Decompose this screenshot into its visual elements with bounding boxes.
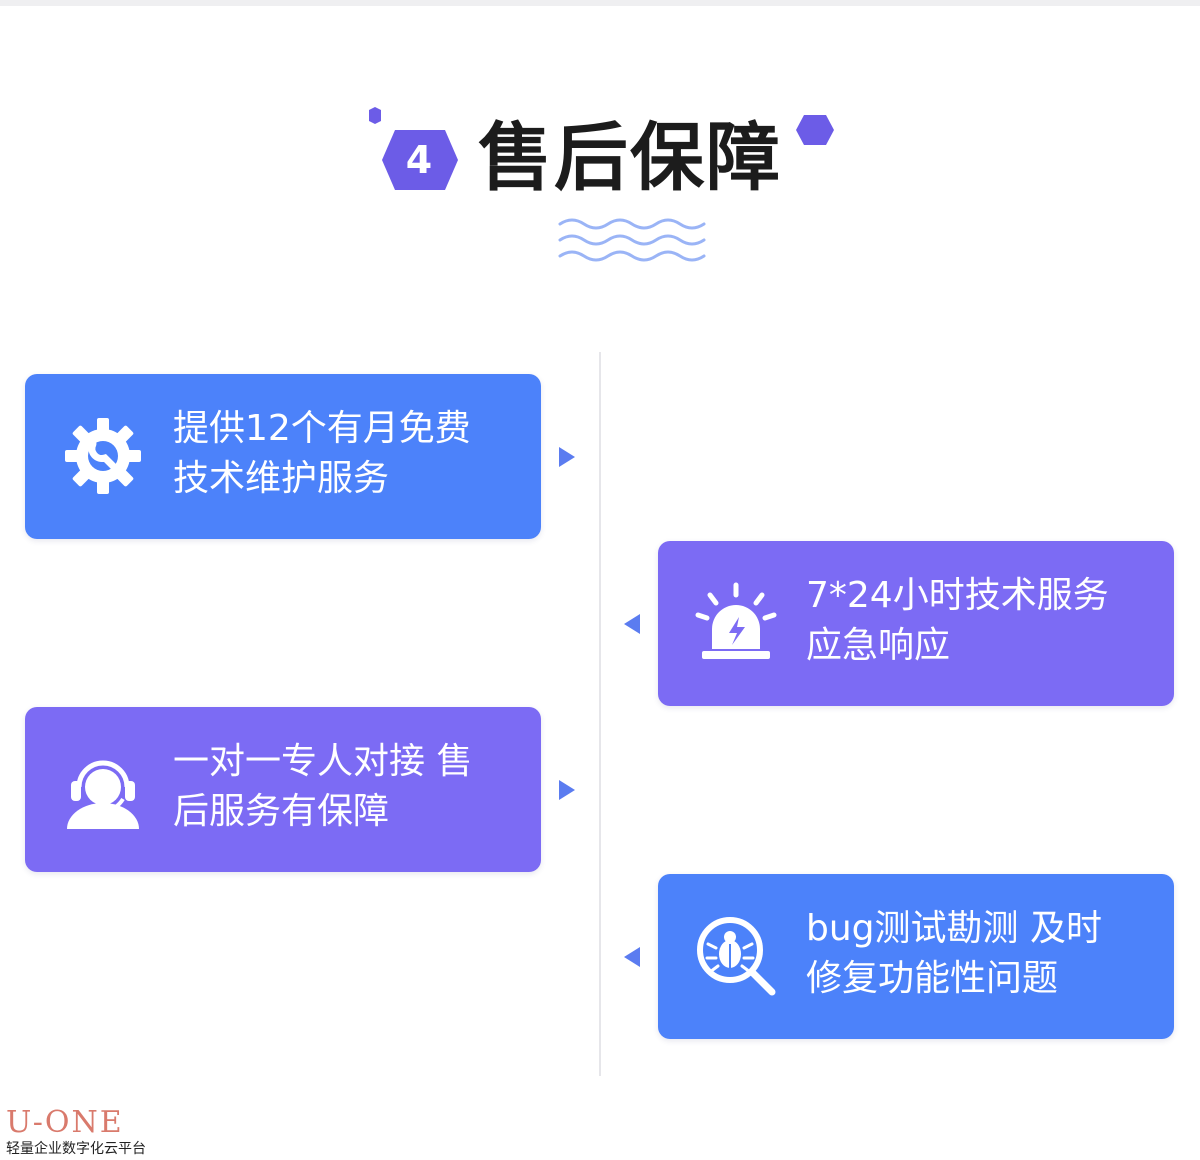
- brand-tagline: 轻量企业数字化云平台: [6, 1141, 146, 1157]
- pointer-arrow-right: [559, 447, 575, 467]
- card-bug-fixing: bug测试勘测 及时 修复功能性问题: [658, 874, 1174, 1039]
- number-hexagon-badge: [382, 130, 458, 190]
- small-hexagon-left: [369, 107, 381, 124]
- section-number: 4: [405, 138, 433, 182]
- card-free-maintenance: 提供12个有月免费 技术维护服务: [25, 374, 541, 539]
- card-line: 提供12个有月免费: [173, 408, 471, 449]
- card-line: 后服务有保障: [173, 791, 390, 832]
- card-line: 一对一专人对接 售: [173, 741, 473, 782]
- card-text: 7*24小时技术服务 应急响应: [806, 571, 1156, 671]
- bug-search-icon: [697, 917, 776, 996]
- timeline-divider: [599, 352, 601, 1076]
- card-24-7-support: 7*24小时技术服务 应急响应: [658, 541, 1174, 706]
- card-text: bug测试勘测 及时 修复功能性问题: [806, 904, 1156, 1004]
- pointer-arrow-right: [559, 780, 575, 800]
- card-text: 一对一专人对接 售 后服务有保障: [173, 737, 523, 837]
- card-line: 应急响应: [806, 625, 951, 666]
- section-title: 售后保障: [478, 115, 782, 201]
- pointer-arrow-left: [624, 947, 640, 967]
- brand-logo: U-ONE: [6, 1105, 124, 1140]
- card-dedicated-service: 一对一专人对接 售 后服务有保障: [25, 707, 541, 872]
- card-text: 提供12个有月免费 技术维护服务: [173, 404, 523, 504]
- alarm-light-icon: [695, 582, 777, 659]
- pointer-arrow-left: [624, 614, 640, 634]
- brand-watermark: U-ONE 轻量企业数字化云平台: [6, 1106, 146, 1158]
- header-decoration: [369, 107, 834, 262]
- card-line: bug测试勘测 及时: [806, 908, 1102, 949]
- card-line: 技术维护服务: [173, 458, 390, 499]
- top-strip: [0, 0, 1200, 6]
- card-line: 修复功能性问题: [806, 958, 1059, 999]
- card-line: 7*24小时技术服务: [806, 575, 1109, 616]
- small-hexagon-right: [796, 115, 834, 145]
- headset-support-icon: [67, 760, 139, 829]
- wave-decoration: [558, 218, 706, 262]
- gear-wrench-icon: [65, 418, 141, 494]
